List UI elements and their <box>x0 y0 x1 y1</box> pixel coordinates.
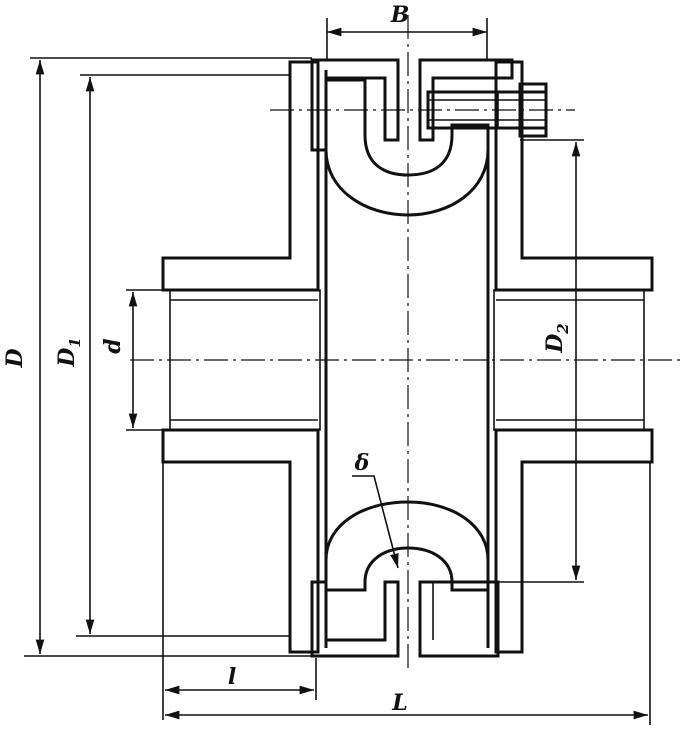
right-hub-upper <box>494 60 654 292</box>
bottom-clamp-left <box>310 580 400 658</box>
top-tyre <box>324 78 490 217</box>
dimensions <box>24 18 651 725</box>
top-tyre-assembly <box>270 58 575 217</box>
bottom-clamp-right <box>418 580 500 658</box>
left-half-coupling <box>161 60 328 654</box>
label-D: D <box>2 348 28 368</box>
left-hub-lower <box>161 428 320 654</box>
right-hub-lower <box>494 428 654 654</box>
label-delta: δ <box>354 450 370 476</box>
label-B: B <box>390 2 410 28</box>
label-l: l <box>228 664 236 690</box>
label-d: d <box>100 338 126 353</box>
label-D1: D1 <box>54 337 84 368</box>
right-half-coupling <box>486 60 654 654</box>
label-D2: D2 <box>542 323 572 354</box>
label-L: L <box>391 690 407 716</box>
top-clamp-right <box>418 58 514 142</box>
bottom-tyre-assembly <box>310 500 500 658</box>
left-hub-upper <box>161 60 320 292</box>
top-clamp-left <box>310 58 400 152</box>
bottom-tyre <box>324 500 490 592</box>
